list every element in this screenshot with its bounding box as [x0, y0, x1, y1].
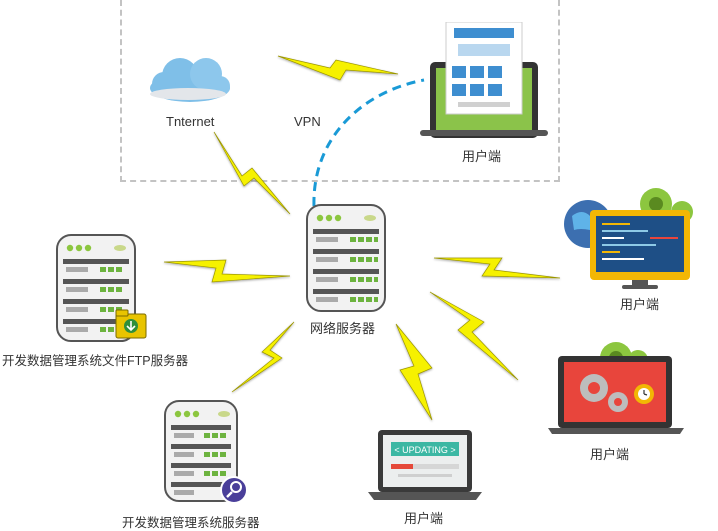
ftp-server-icon[interactable]: [56, 234, 152, 344]
user-monitor-right-icon[interactable]: [560, 186, 712, 292]
lightning-bolt: [395, 323, 433, 421]
internet-label: Tnternet: [166, 114, 215, 129]
mgmt-server-label: 开发数据管理系统服务器: [122, 516, 260, 530]
vpn-label: VPN: [294, 114, 321, 129]
user-top-label: 用户端: [462, 149, 502, 164]
user-right-mid-label: 用户端: [590, 447, 630, 462]
updating-text: < UPDATING >: [394, 445, 455, 455]
user-bottom-label: 用户端: [404, 511, 444, 526]
lightning-bolt: [231, 321, 295, 393]
mgmt-server-icon[interactable]: [164, 400, 250, 510]
ftp-server-label: 开发数据管理系统文件FTP服务器: [2, 354, 189, 368]
lightning-bolt: [163, 259, 291, 283]
user-laptop-bottom-icon[interactable]: < UPDATING >: [368, 428, 482, 502]
vpn-zone-frame: [120, 0, 560, 182]
user-right-top-label: 用户端: [620, 297, 660, 312]
internet-cloud-icon: [150, 58, 230, 102]
lightning-bolt: [433, 257, 561, 279]
lightning-bolt: [213, 131, 291, 215]
lightning-bolt: [429, 291, 519, 381]
user-laptop-top-icon[interactable]: [418, 22, 548, 142]
user-laptop-right-icon[interactable]: [546, 338, 686, 438]
vpn-dashed-line: [312, 78, 425, 207]
lightning-bolt: [277, 55, 399, 81]
network-server-icon[interactable]: [306, 204, 386, 312]
network-server-label: 网络服务器: [310, 321, 376, 336]
